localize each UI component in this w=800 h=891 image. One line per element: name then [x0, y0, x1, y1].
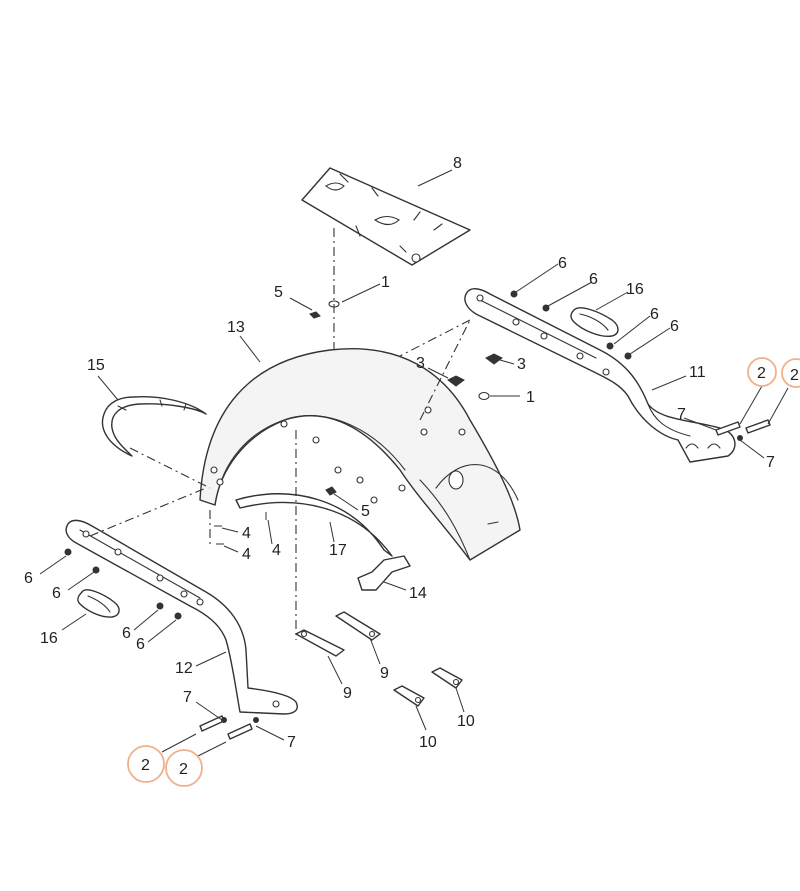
callout-6: 6 [670, 318, 679, 335]
callout-6: 6 [558, 255, 567, 272]
highlight-ring [747, 357, 777, 387]
callout-4: 4 [242, 546, 251, 563]
callout-8: 8 [453, 155, 462, 172]
callout-2: 2 [790, 367, 799, 384]
callout-4: 4 [242, 525, 251, 542]
highlight-ring [127, 745, 165, 783]
callout-15: 15 [87, 357, 105, 374]
part-13-rear-fender [199, 348, 521, 561]
callout-3: 3 [416, 355, 425, 372]
callout-12: 12 [175, 660, 193, 677]
callout-6: 6 [24, 570, 33, 587]
part-17-inner-strip [235, 493, 393, 557]
part-11-right-fender-support [464, 288, 736, 463]
callout-4: 4 [272, 542, 281, 559]
part-14-bracket [357, 555, 411, 591]
callout-17: 17 [329, 542, 347, 559]
callout-2: 2 [757, 365, 766, 382]
callout-13: 13 [227, 319, 245, 336]
callout-7: 7 [677, 406, 686, 423]
callout-5: 5 [274, 284, 283, 301]
callout-3: 3 [517, 356, 526, 373]
callout-2: 2 [141, 757, 150, 774]
part-8-fender-plate [301, 167, 471, 266]
bolts [199, 419, 771, 740]
callout-16: 16 [40, 630, 58, 647]
callout-6: 6 [136, 636, 145, 653]
callout-7: 7 [183, 689, 192, 706]
callout-6: 6 [122, 625, 131, 642]
leader-lines [39, 169, 789, 757]
callout-1: 1 [381, 274, 390, 291]
callout-7: 7 [287, 734, 296, 751]
callout-6: 6 [650, 306, 659, 323]
callout-10: 10 [457, 713, 475, 730]
parts-9-10-links [295, 611, 463, 707]
callout-11: 11 [689, 364, 706, 381]
highlight-ring [781, 358, 800, 388]
callout-9: 9 [380, 665, 389, 682]
callout-7: 7 [766, 454, 775, 471]
callout-10: 10 [419, 734, 437, 751]
part-16-pads [77, 307, 619, 618]
highlight-ring [165, 749, 203, 787]
callout-6: 6 [589, 271, 598, 288]
highlight-rings [127, 357, 800, 787]
callout-5: 5 [361, 503, 370, 520]
part-15-trim-molding [101, 395, 207, 457]
callout-6: 6 [52, 585, 61, 602]
small-fasteners [64, 290, 632, 620]
assembly-lines [89, 228, 471, 640]
callout-16: 16 [626, 281, 644, 298]
callout-9: 9 [343, 685, 352, 702]
callout-labels: 8 1 5 13 6 6 16 6 6 3 3 1 15 11 2 2 7 7 … [24, 155, 799, 778]
callout-1: 1 [526, 389, 535, 406]
callout-14: 14 [409, 585, 427, 602]
part-12-left-fender-support [65, 519, 298, 715]
callout-2: 2 [179, 761, 188, 778]
